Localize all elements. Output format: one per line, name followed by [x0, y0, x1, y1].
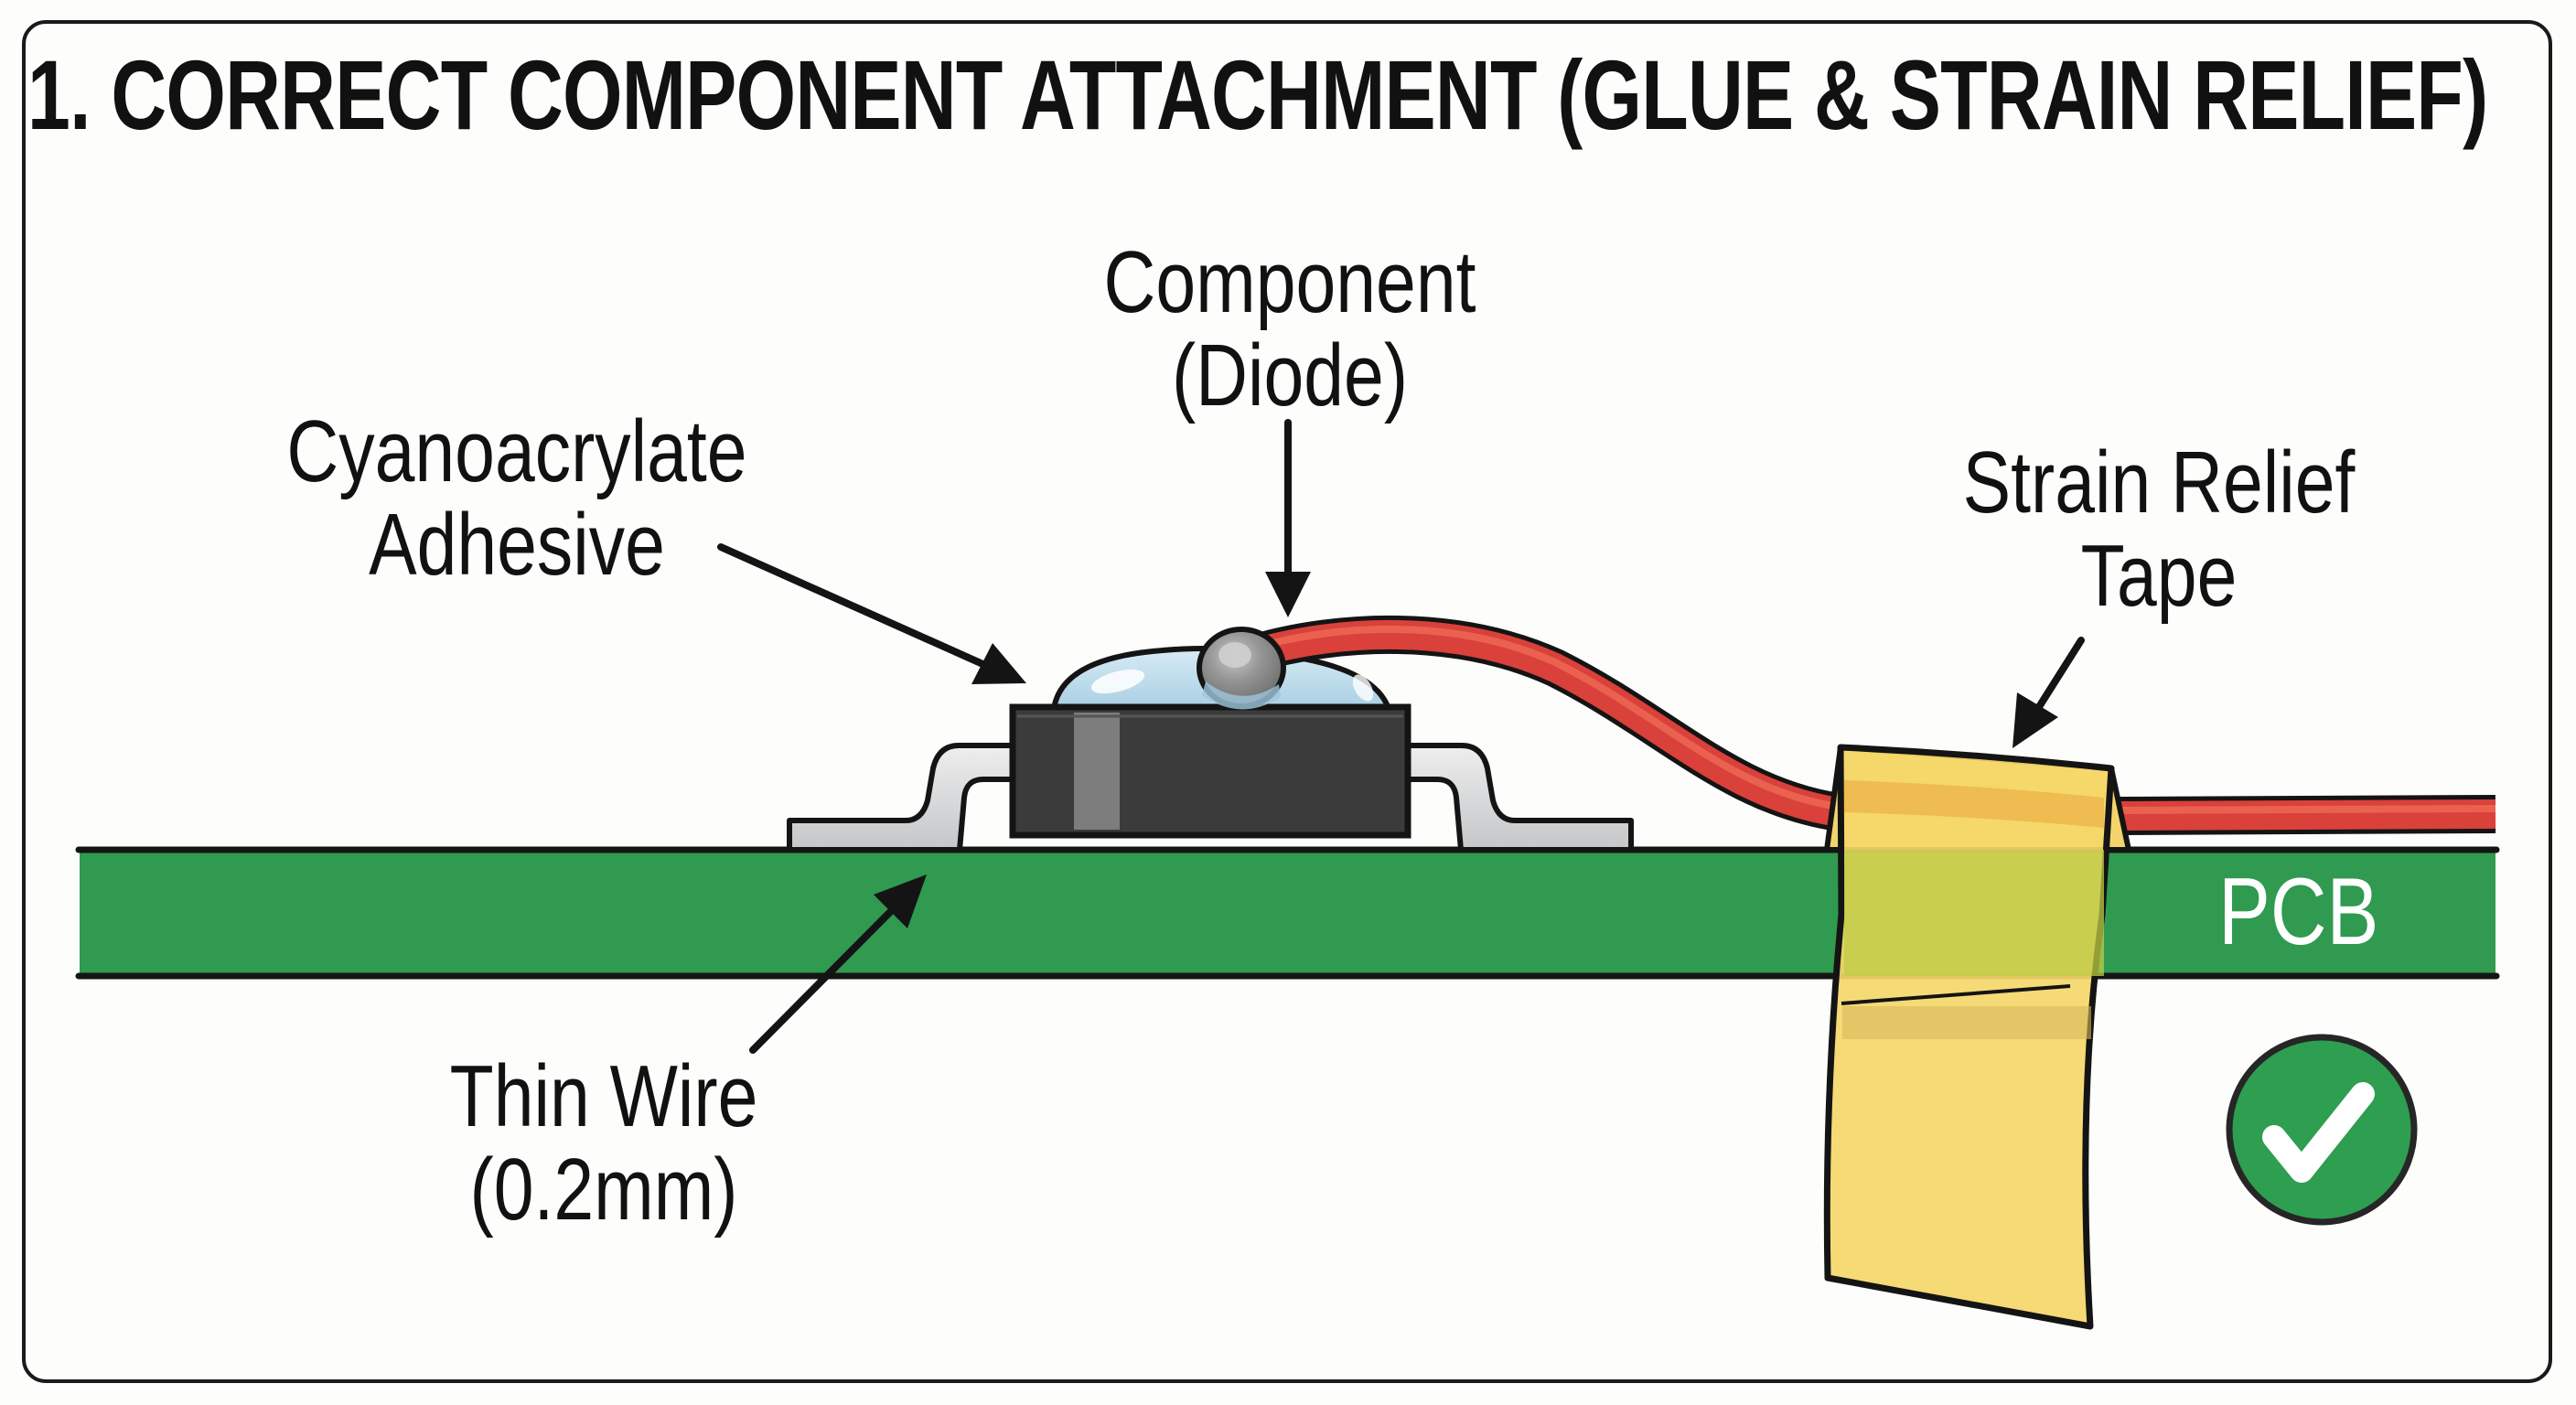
adhesive-label-line2: Adhesive	[369, 496, 665, 594]
arrow-adhesive	[717, 543, 1026, 684]
diode-left-lead	[787, 743, 1015, 853]
strain-relief-label: Strain Relief Tape	[1934, 436, 2384, 623]
pcb-label: PCB	[2218, 859, 2379, 965]
diode-body	[1009, 703, 1411, 839]
adhesive-label-line1: Cyanoacrylate	[286, 402, 747, 500]
diode-right-lead	[1405, 743, 1634, 853]
pcb-board	[75, 846, 2500, 980]
red-wire	[1257, 615, 2496, 835]
strain-relief-label-line1: Strain Relief	[1962, 434, 2356, 531]
component-label-line1: Component	[1103, 233, 1476, 331]
strain-relief-tape	[1823, 744, 2131, 1330]
component-label: Component (Diode)	[1095, 236, 1485, 423]
component-label-line2: (Diode)	[1171, 327, 1409, 424]
tape-crease	[1841, 984, 2071, 1005]
thin-wire-label-line2: (0.2mm)	[469, 1141, 738, 1239]
arrow-component	[1265, 419, 1311, 617]
pcb-body	[80, 850, 2496, 976]
thin-wire-label: Thin Wire (0.2mm)	[424, 1050, 784, 1237]
adhesive-label: Cyanoacrylate Adhesive	[265, 405, 767, 592]
arrow-strain-relief	[2012, 637, 2085, 748]
glue-highlight	[1352, 674, 1374, 702]
diode-cathode-band	[1074, 713, 1120, 830]
thin-wire-label-line1: Thin Wire	[449, 1047, 758, 1145]
checkmark-circle-icon	[2226, 1034, 2418, 1226]
glue-highlight	[1090, 669, 1145, 694]
strain-relief-label-line2: Tape	[2080, 527, 2238, 625]
arrow-thin-wire	[749, 874, 927, 1054]
